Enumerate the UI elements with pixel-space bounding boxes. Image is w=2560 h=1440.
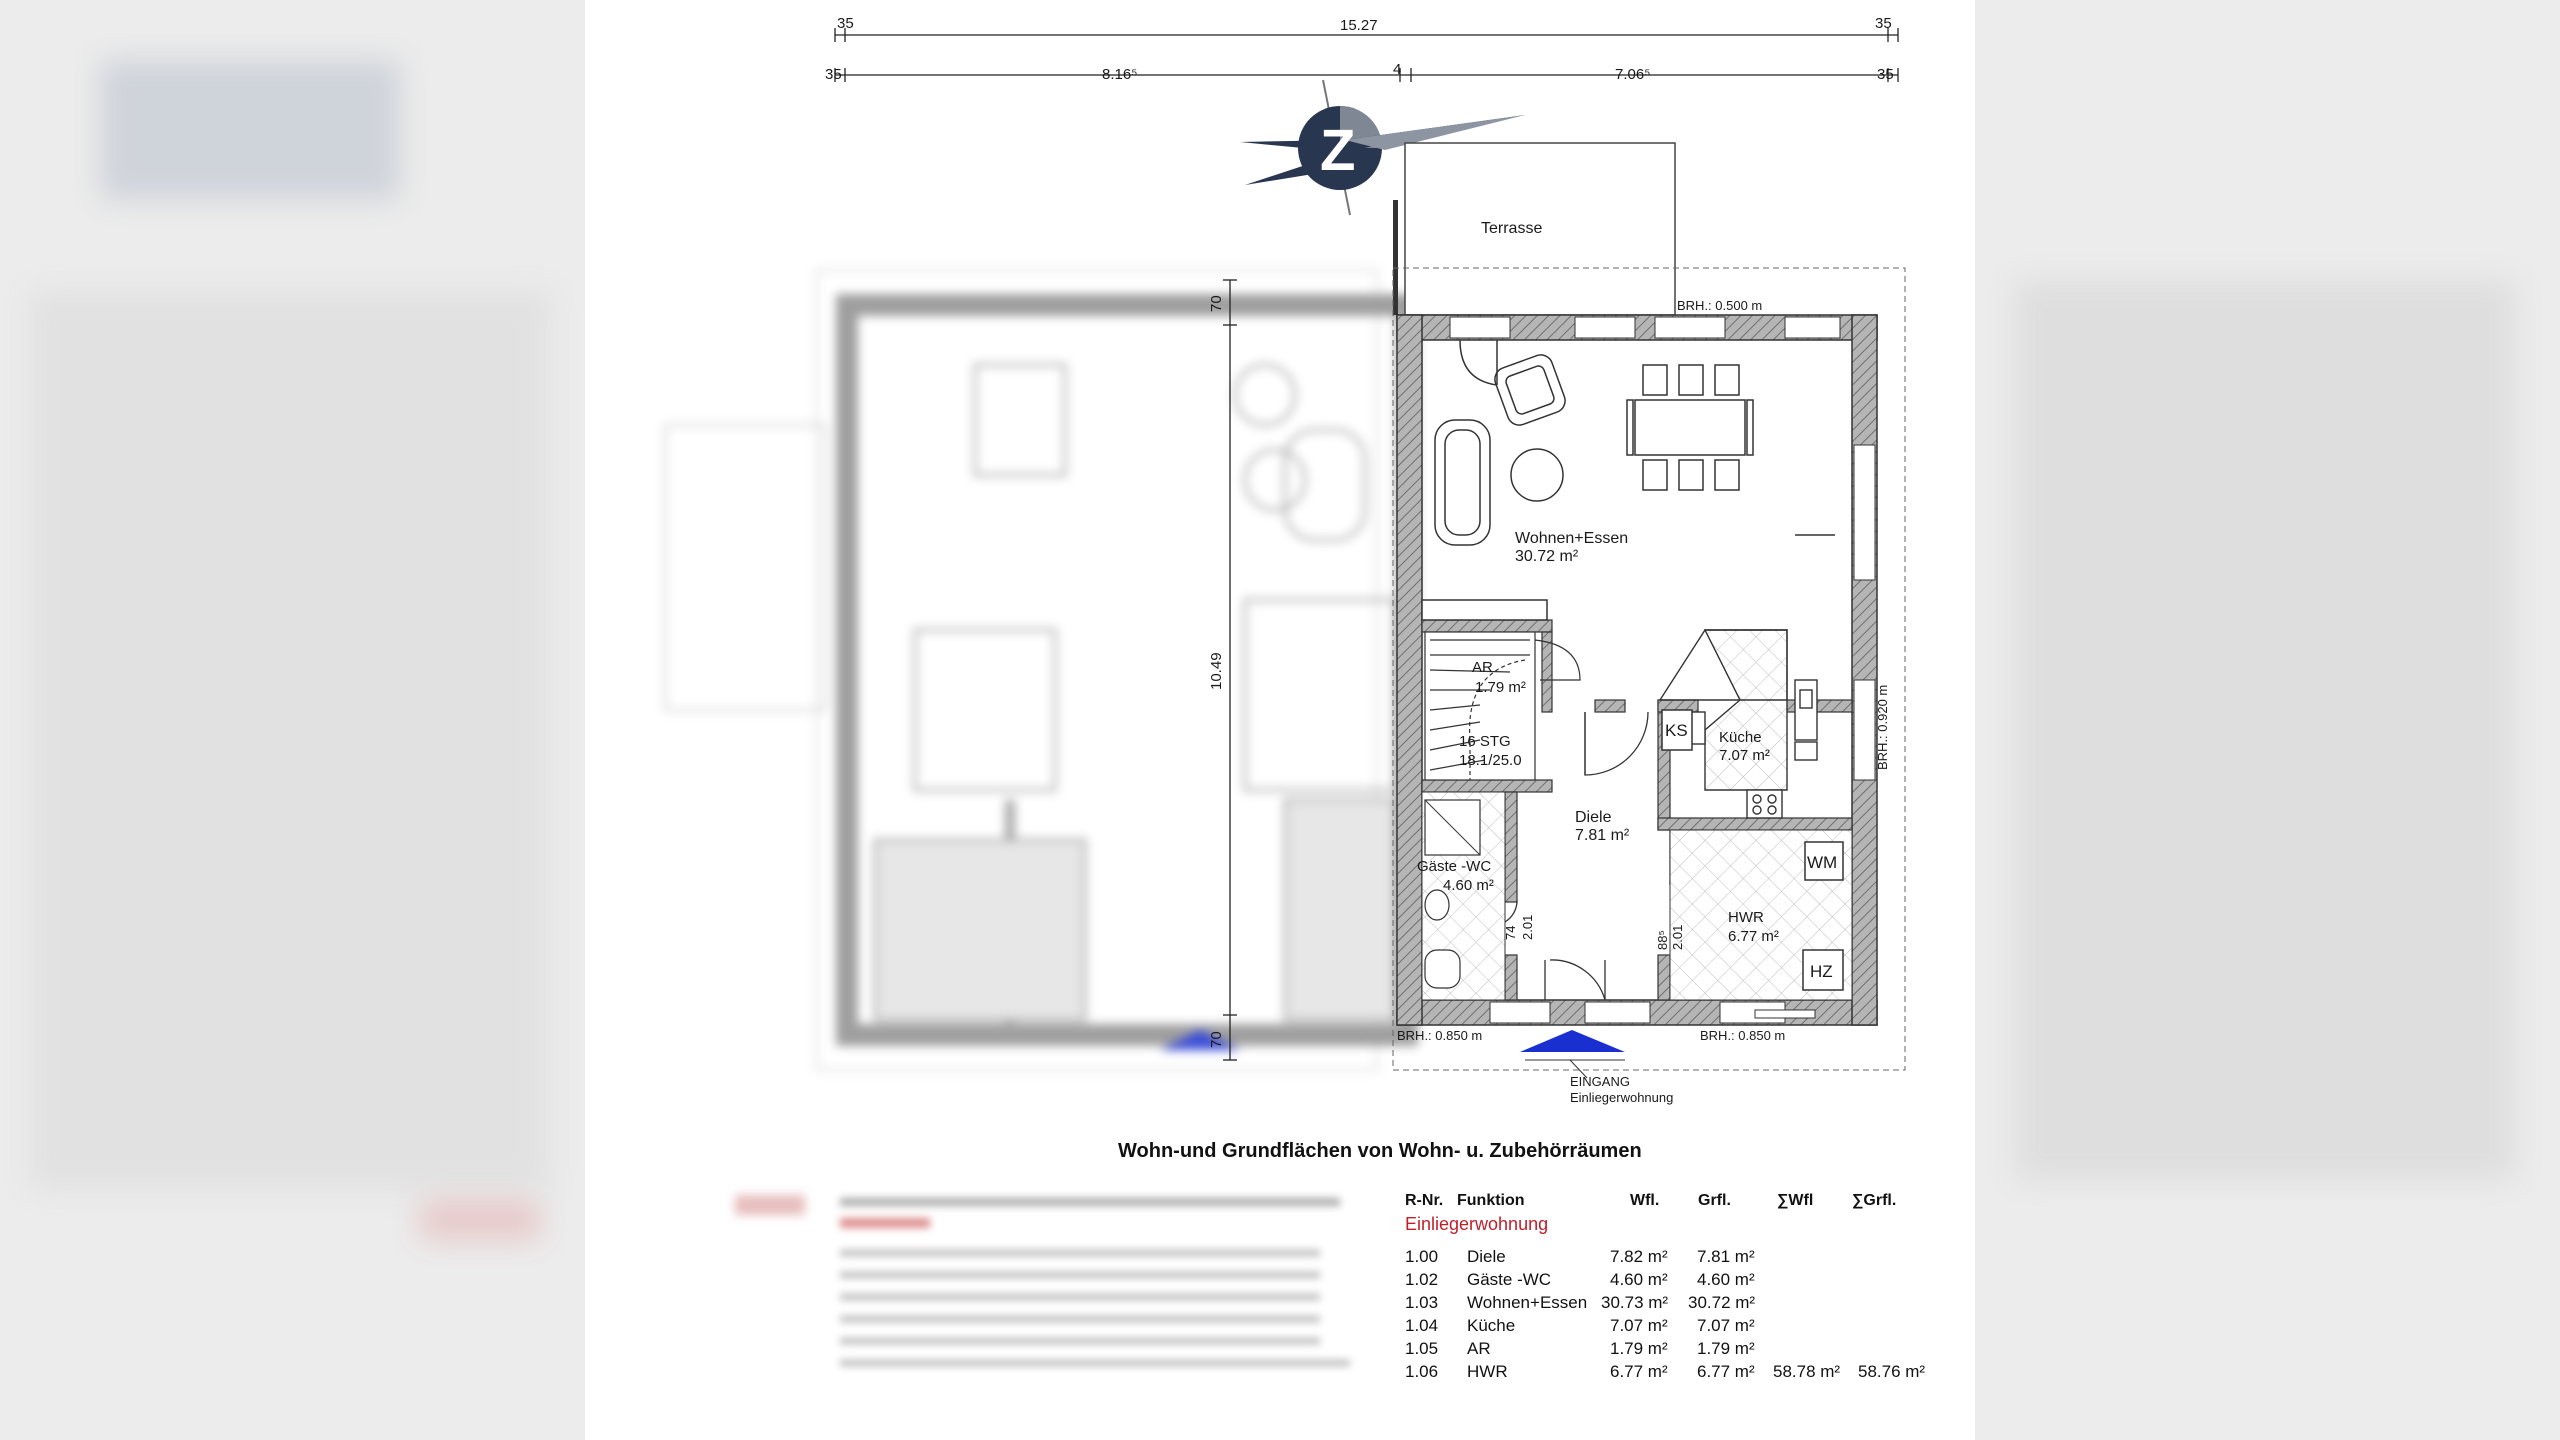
row-nr: 1.03	[1405, 1293, 1439, 1312]
row-wfl: 7.07 m²	[1610, 1316, 1668, 1335]
wc-name: Gäste -WC	[1417, 858, 1491, 875]
row-wfl: 6.77 m²	[1610, 1362, 1668, 1381]
row-nr: 1.05	[1405, 1339, 1439, 1358]
dim-left-top: 70	[1208, 295, 1225, 312]
door-hwr-width: 88⁵	[1655, 930, 1670, 950]
table-section: Einliegerwohnung	[1405, 1214, 1549, 1234]
area-table: R-Nr. Funktion Wfl. Grfl. ∑Wfl ∑Grfl. Ei…	[1405, 1192, 1965, 1392]
hall-name: Diele	[1575, 809, 1612, 826]
hwr-area: 6.77 m²	[1728, 928, 1779, 945]
kitchen-name: Küche	[1719, 729, 1762, 746]
ar-name: AR	[1472, 659, 1493, 676]
door-hwr-height: 2.01	[1670, 925, 1685, 950]
blurred-main-apartment	[585, 0, 1975, 1440]
stairs-ratio: 18.1/25.0	[1459, 752, 1522, 769]
kitchen-furniture	[1658, 629, 1818, 819]
dim-top-total: 15.27	[1340, 17, 1378, 34]
stairs-name: 16 STG	[1459, 733, 1511, 750]
kitchen-area: 7.07 m²	[1719, 747, 1770, 764]
row-grfl: 4.60 m²	[1697, 1270, 1755, 1289]
row-name: AR	[1467, 1339, 1491, 1358]
compass-letter: Z	[1320, 118, 1355, 183]
door-wc-height: 2.01	[1520, 915, 1535, 940]
living-name: Wohnen+Essen	[1515, 530, 1628, 547]
ks-box	[1661, 709, 1693, 751]
terrace-label: Terrasse	[1481, 220, 1542, 237]
row-wfl: 30.73 m²	[1601, 1293, 1669, 1312]
hall-area: 7.81 m²	[1575, 827, 1630, 844]
row-name: HWR	[1467, 1362, 1508, 1381]
header-wfl: Wfl.	[1630, 1192, 1660, 1209]
blurred-red-text	[420, 1200, 540, 1240]
entrance-line2: Einliegerwohnung	[1570, 1090, 1673, 1105]
row-sum-grfl: 58.76 m²	[1858, 1362, 1926, 1381]
row-grfl: 6.77 m²	[1697, 1362, 1755, 1381]
entrance-line1: EINGANG	[1570, 1074, 1630, 1089]
row-grfl: 7.81 m²	[1697, 1247, 1755, 1266]
left-background	[0, 0, 585, 1440]
brh-bottom-left: BRH.: 0.850 m	[1397, 1028, 1482, 1043]
row-nr: 1.00	[1405, 1247, 1439, 1266]
row-grfl: 7.07 m²	[1697, 1316, 1755, 1335]
entrance-arrow-icon	[1520, 1030, 1625, 1052]
header-sum-wfl: ∑Wfl	[1777, 1192, 1814, 1209]
header-grfl: Grfl.	[1698, 1192, 1731, 1209]
dim-second-left-span: 8.16⁵	[1102, 66, 1137, 83]
row-grfl: 1.79 m²	[1697, 1339, 1755, 1358]
utility-room	[1669, 829, 1853, 1019]
stairs	[1424, 631, 1581, 781]
compass-icon: Z	[1240, 79, 1525, 216]
guest-wc	[1421, 791, 1506, 1001]
right-background	[1975, 0, 2560, 1440]
row-sum-wfl: 58.78 m²	[1773, 1362, 1841, 1381]
dim-left-total: 10.49	[1208, 652, 1225, 690]
terrace-area	[1404, 142, 1676, 316]
row-wfl: 1.79 m²	[1610, 1339, 1668, 1358]
dim-second-right-span: 7.06⁵	[1615, 66, 1650, 83]
plan-drawing: 35 15.27 35 35 8.16⁵ 4 7.06⁵ 35 70 10.49…	[825, 15, 1906, 1105]
dim-left-bottom: 70	[1208, 1031, 1225, 1048]
dim-top-left-wall: 35	[837, 15, 854, 32]
living-furniture	[1421, 339, 1835, 621]
dim-top-right-wall: 35	[1875, 15, 1892, 32]
dim-second-right-wall: 35	[1877, 66, 1894, 83]
dimension-lines	[834, 28, 1899, 1061]
row-name: Wohnen+Essen	[1467, 1293, 1588, 1312]
dim-second-mid: 4	[1393, 61, 1401, 78]
row-nr: 1.04	[1405, 1316, 1439, 1335]
brh-top: BRH.: 0.500 m	[1677, 298, 1762, 313]
wc-area: 4.60 m²	[1443, 877, 1494, 894]
floor-plan-sheet: 35 15.27 35 35 8.16⁵ 4 7.06⁵ 35 70 10.49…	[585, 0, 1975, 1440]
row-name: Küche	[1467, 1316, 1516, 1335]
brh-bottom-right: BRH.: 0.850 m	[1700, 1028, 1785, 1043]
header-sum-grfl: ∑Grfl.	[1852, 1192, 1897, 1209]
brh-right: BRH.: 0.920 m	[1875, 685, 1890, 770]
wm-label: WM	[1807, 853, 1837, 872]
hz-label: HZ	[1810, 962, 1833, 981]
header-function: Funktion	[1457, 1192, 1525, 1209]
blurred-main-table	[840, 1190, 1360, 1380]
row-name: Gäste -WC	[1467, 1270, 1552, 1289]
row-nr: 1.02	[1405, 1270, 1439, 1289]
door-wc-width: 74	[1503, 926, 1518, 940]
ar-area: 1.79 m²	[1475, 679, 1526, 696]
row-nr: 1.06	[1405, 1362, 1439, 1381]
row-wfl: 7.82 m²	[1610, 1247, 1668, 1266]
blurred-plan-right	[2015, 280, 2515, 1180]
blurred-logo	[100, 60, 400, 200]
table-title: Wohn-und Grundflächen von Wohn- u. Zubeh…	[1118, 1140, 1642, 1162]
living-area: 30.72 m²	[1515, 548, 1579, 565]
header-rnr: R-Nr.	[1405, 1192, 1444, 1209]
row-name: Diele	[1467, 1247, 1506, 1266]
dim-second-left-wall: 35	[825, 66, 842, 83]
row-wfl: 4.60 m²	[1610, 1270, 1668, 1289]
row-grfl: 30.72 m²	[1688, 1293, 1756, 1312]
blurred-plan	[30, 290, 550, 1190]
ks-label: KS	[1665, 721, 1688, 740]
hwr-name: HWR	[1728, 909, 1764, 926]
